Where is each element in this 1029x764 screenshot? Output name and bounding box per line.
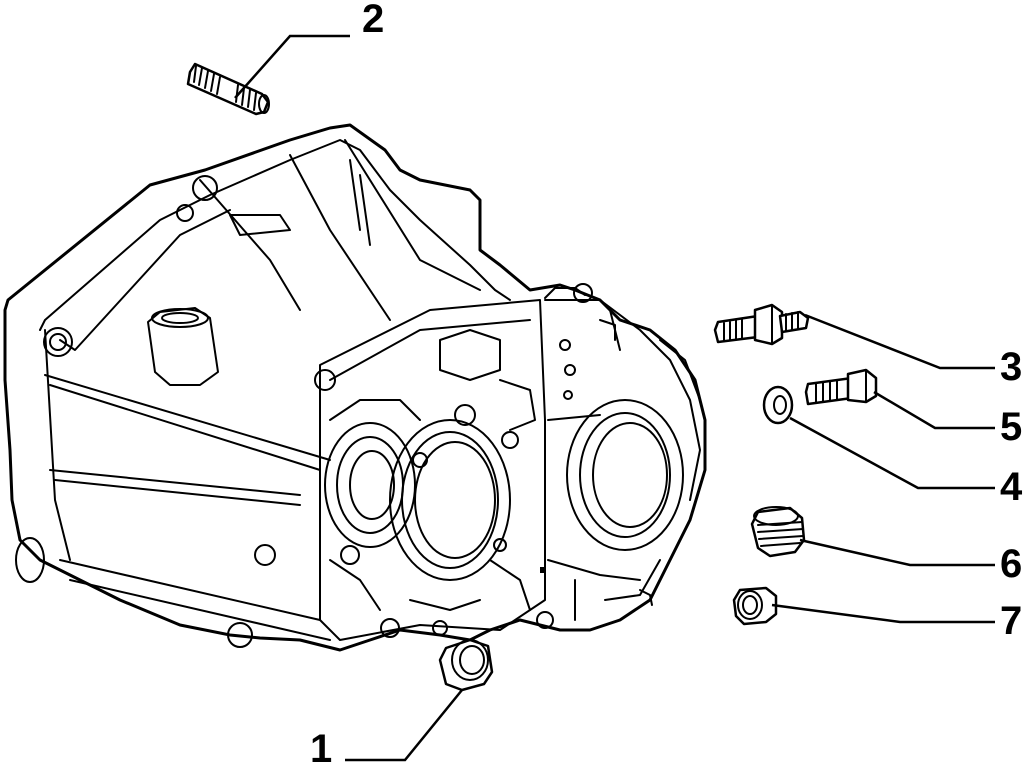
callout-2: 2 (362, 0, 384, 41)
stud-with-nut-part-3 (713, 303, 995, 370)
threaded-plug-part-6 (750, 506, 995, 567)
bolt-part-5 (804, 368, 995, 430)
stud-part-2 (186, 34, 350, 116)
callout-7: 7 (1000, 599, 1022, 643)
callout-1: 1 (310, 727, 332, 764)
callout-3: 3 (1000, 345, 1022, 389)
callout-4: 4 (1000, 465, 1023, 509)
gearbox-housing (3, 123, 707, 652)
callout-6: 6 (1000, 542, 1022, 586)
dowel-bushing-part-1 (345, 638, 494, 762)
callout-5: 5 (1000, 405, 1022, 449)
bushing-part-7 (732, 586, 995, 626)
washer-part-4 (762, 385, 995, 490)
